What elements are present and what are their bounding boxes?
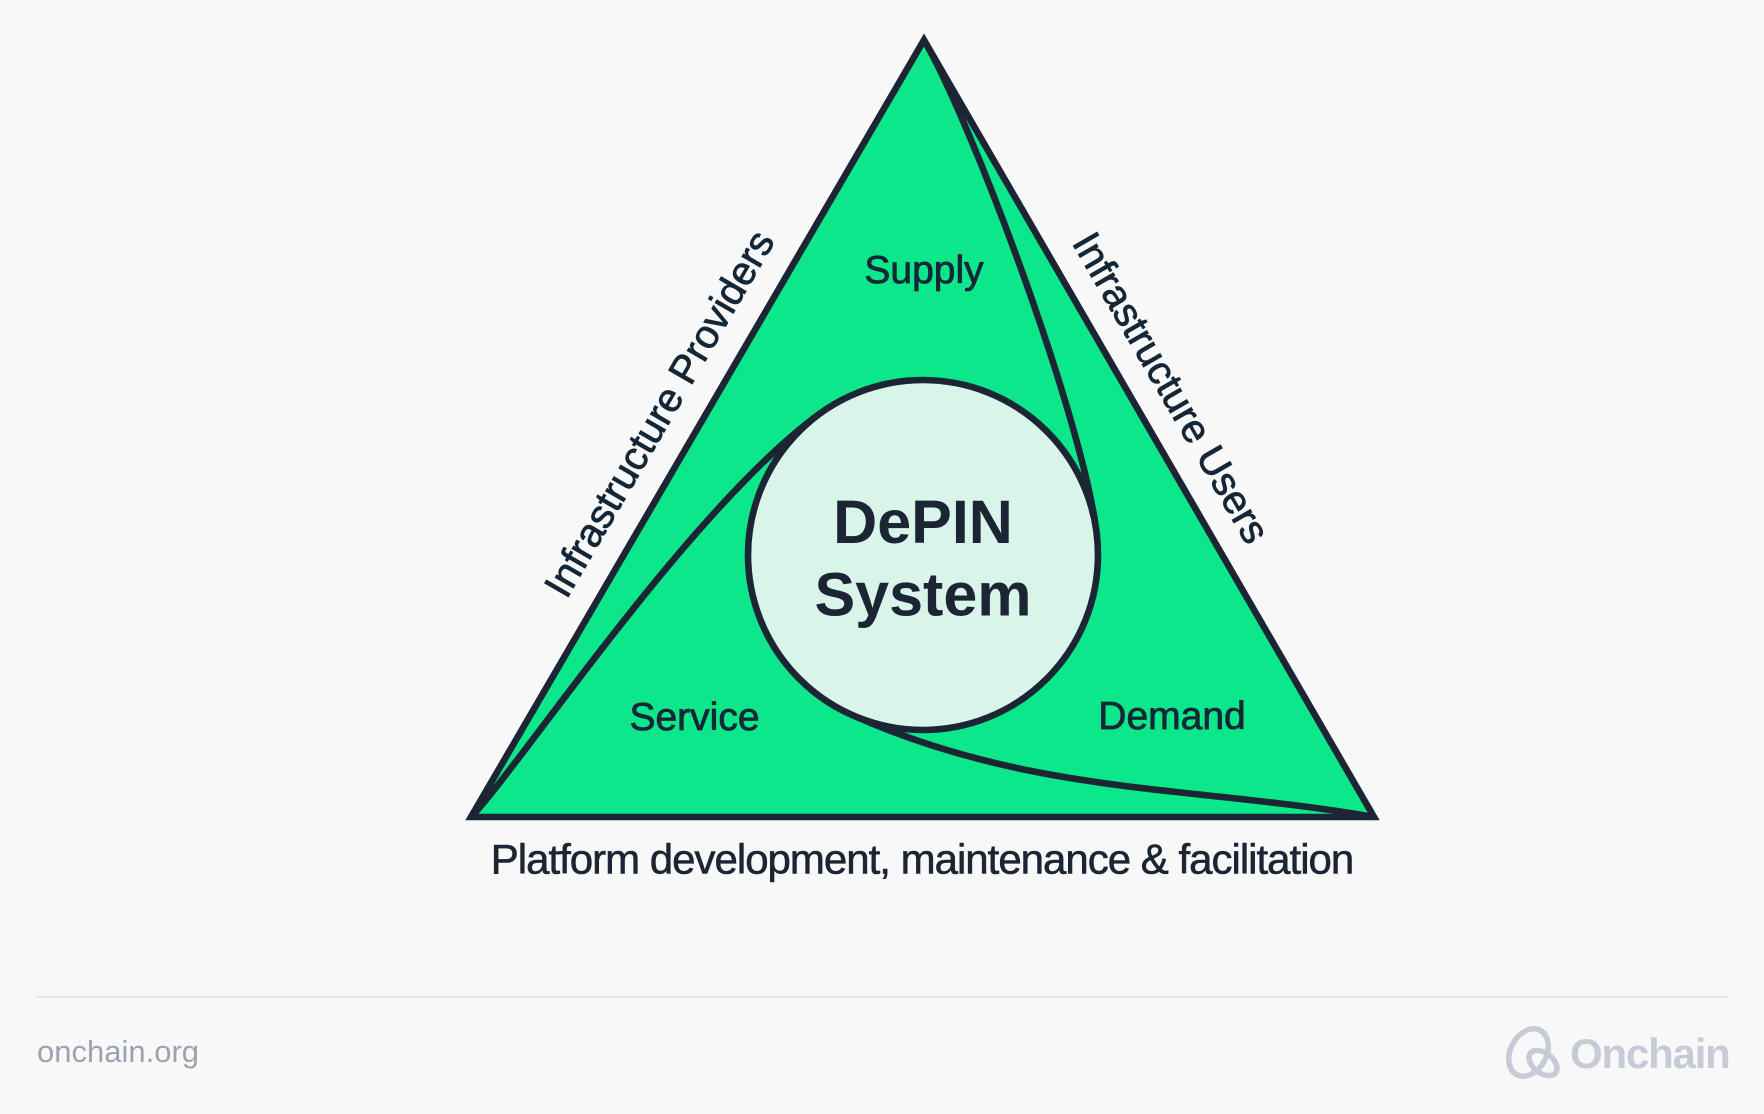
- svg-text:Onchain: Onchain: [1570, 1030, 1730, 1077]
- svg-text:System: System: [814, 561, 1031, 629]
- svg-text:Demand: Demand: [1098, 695, 1245, 738]
- svg-text:Service: Service: [629, 696, 759, 739]
- svg-text:DePIN: DePIN: [833, 488, 1013, 556]
- svg-text:Platform development, maintena: Platform development, maintenance & faci…: [491, 836, 1354, 883]
- svg-text:Supply: Supply: [864, 249, 984, 292]
- svg-text:onchain.org: onchain.org: [37, 1034, 199, 1069]
